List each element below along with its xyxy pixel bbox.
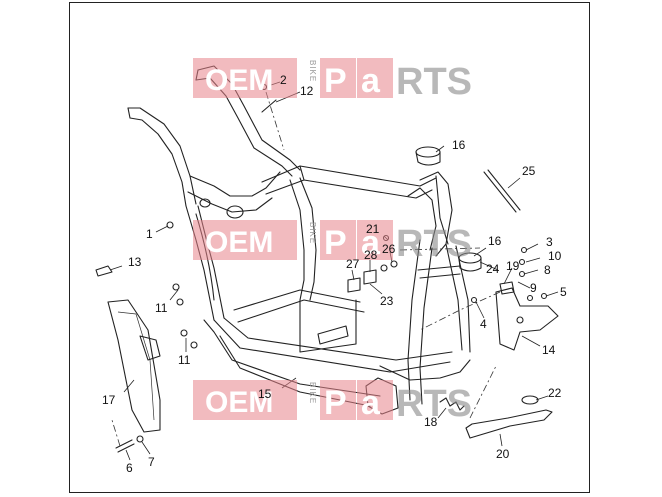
callout-1[interactable]: 1 [146,227,153,241]
callout-12[interactable]: 12 [300,84,314,98]
callout-5[interactable]: 5 [560,285,567,299]
watermark-bottom: OEM BIKE P a RTS [193,380,472,425]
callout-14[interactable]: 14 [542,343,556,357]
callout-3[interactable]: 3 [546,235,553,249]
svg-text:BIKE: BIKE [308,60,317,82]
callout-15[interactable]: 15 [258,387,272,401]
callout-17[interactable]: 17 [102,393,116,407]
phantom-lines [111,91,501,447]
callout-24[interactable]: 24 [486,262,500,276]
callout-labels: 1 2 3 4 5 6 7 8 9 10 11 11 12 13 14 15 1… [102,73,567,475]
callout-18[interactable]: 18 [424,415,438,429]
callout-26[interactable]: 26 [382,242,396,256]
callout-11-lower[interactable]: 11 [178,353,191,367]
callout-16-upper[interactable]: 16 [452,138,466,152]
svg-text:RTS: RTS [396,61,472,103]
callout-27[interactable]: 27 [346,257,360,271]
callout-2[interactable]: 2 [280,73,287,87]
callout-21[interactable]: 21 [366,222,380,236]
callout-19[interactable]: 19 [506,259,520,273]
callout-11-upper[interactable]: 11 [155,301,168,315]
callout-13[interactable]: 13 [128,255,142,269]
svg-text:a: a [361,224,381,262]
callout-7[interactable]: 7 [148,455,155,469]
svg-text:RTS: RTS [396,383,472,425]
callout-23[interactable]: 23 [380,294,394,308]
svg-text:a: a [361,62,381,100]
svg-text:a: a [361,384,381,422]
callout-16-lower[interactable]: 16 [488,234,502,248]
callout-8[interactable]: 8 [544,263,551,277]
callout-6[interactable]: 6 [126,461,133,475]
svg-text:P: P [324,384,347,422]
watermark-top: OEM BIKE P a RTS [193,58,472,103]
svg-text:OEM: OEM [205,226,273,259]
svg-text:BIKE: BIKE [308,222,317,244]
callout-9[interactable]: 9 [530,281,537,295]
callout-4[interactable]: 4 [480,317,487,331]
svg-text:RTS: RTS [396,223,472,265]
svg-text:OEM: OEM [205,386,273,419]
callout-20[interactable]: 20 [496,447,510,461]
svg-text:OEM: OEM [205,64,273,97]
svg-text:BIKE: BIKE [308,382,317,404]
callout-28[interactable]: 28 [364,248,378,262]
callout-10[interactable]: 10 [548,249,562,263]
svg-text:P: P [324,224,347,262]
callout-22[interactable]: 22 [548,386,562,400]
svg-text:P: P [324,62,347,100]
callout-25[interactable]: 25 [522,164,536,178]
watermark-middle: OEM BIKE P a RTS [193,220,472,265]
